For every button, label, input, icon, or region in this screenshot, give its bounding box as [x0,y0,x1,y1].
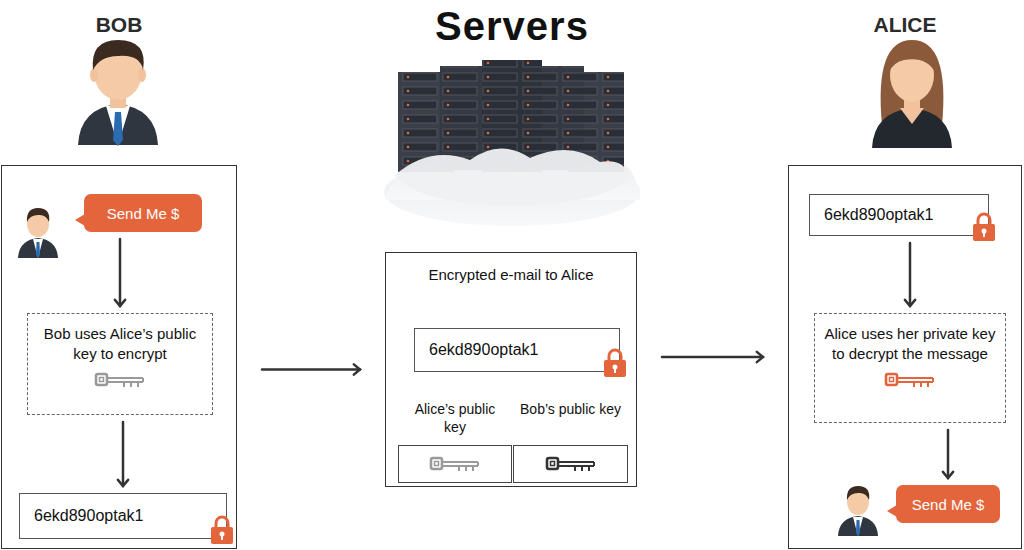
lock-icon [603,348,627,378]
person-name: BOB [2,13,236,37]
server-racks [384,60,640,226]
ciphertext: 6ekd890optak1 [429,341,538,359]
ciphertext: 6ekd890optak1 [34,507,143,525]
ciphertext-box: 6ekd890optak1 [414,328,620,372]
person-name: ALICE [789,13,1021,37]
key-icon [884,371,936,389]
key-icon [429,455,481,473]
key-label: Alice’s public key [398,401,512,436]
ciphertext-box: 6ekd890optak1 [19,493,227,539]
small-bob-avatar [838,486,878,536]
small-bob-avatar [18,208,58,258]
alice-avatar [872,40,952,148]
process-box: Alice uses her private key to decrypt th… [814,313,1006,423]
flow-arrow [262,364,360,374]
server-panel: Encrypted e-mail to Alice 6ekd890optak1Al… [385,252,637,487]
speech-bubble: Send Me $ [896,485,1000,523]
message-text: Send Me $ [107,205,180,222]
ciphertext: 6ekd890optak1 [824,206,933,224]
flow-arrow [115,239,125,306]
key-icon [94,371,146,389]
ciphertext-box: 6ekd890optak1 [809,194,989,236]
message-text: Send Me $ [912,496,985,513]
lock-icon [210,515,234,545]
flow-arrow [662,352,763,362]
flow-arrow [943,430,953,478]
panel-heading: Encrypted e-mail to Alice [406,265,616,285]
title: Servers [312,4,712,49]
process-text: Alice uses her private key to decrypt th… [823,324,997,363]
key-frame [513,445,628,483]
flow-arrow [118,422,128,486]
lock-icon [972,212,996,242]
person-panel: ALICE6ekd890optak1Alice uses her private… [788,165,1022,549]
key-holder [94,371,146,389]
bob-avatar [78,40,158,146]
key-holder [884,371,936,389]
person-panel: BOBSend Me $Bob uses Alice’s public key … [1,165,237,549]
speech-bubble: Send Me $ [84,194,202,232]
public-key-box: Bob’s public key [513,401,628,483]
process-text: Bob uses Alice’s public key to encrypt [36,324,204,363]
flow-arrow [905,243,915,306]
key-label: Bob’s public key [513,401,628,419]
public-key-box: Alice’s public key [398,401,512,483]
process-box: Bob uses Alice’s public key to encrypt [27,313,213,415]
key-icon [545,455,597,473]
key-frame [398,445,512,483]
